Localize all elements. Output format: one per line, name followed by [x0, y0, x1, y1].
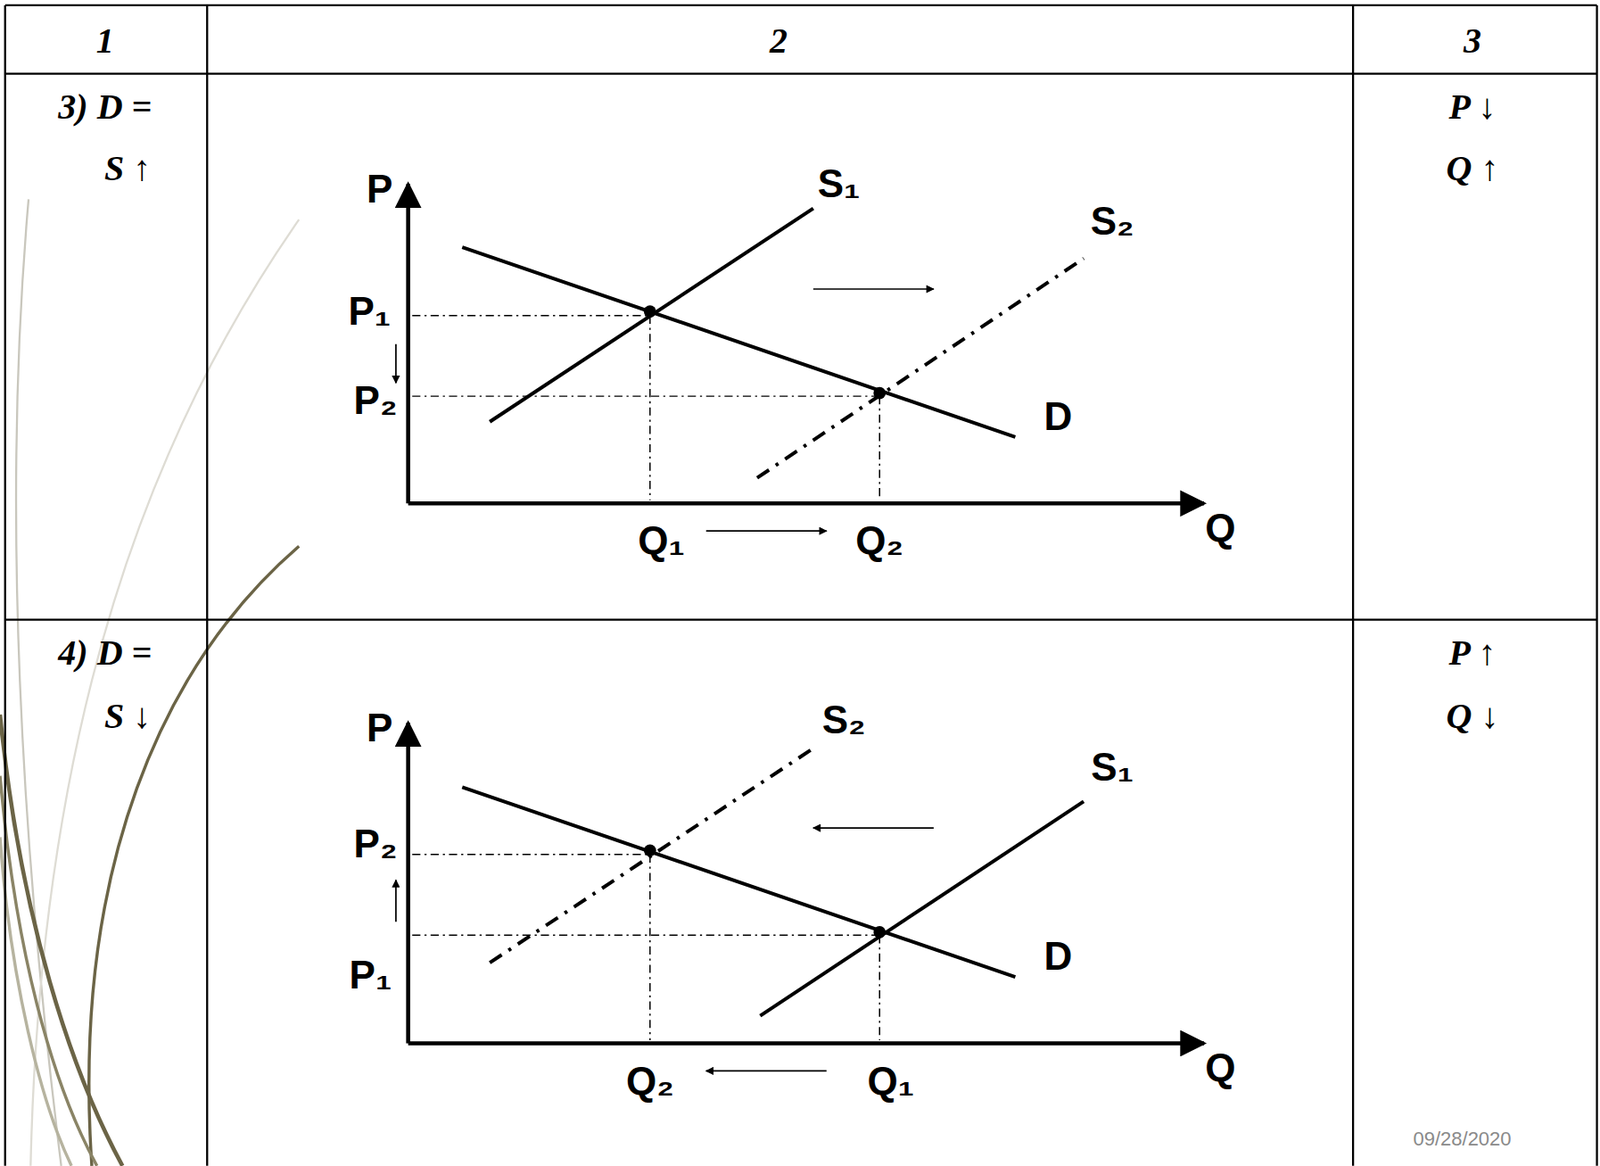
- axis-label: P: [366, 169, 393, 209]
- axis-label: Q: [1204, 508, 1236, 548]
- case-condition: S ↓: [104, 698, 151, 735]
- curve-label: S₂: [822, 700, 866, 740]
- column-header: 2: [769, 23, 788, 59]
- quantity-label: Q₁: [867, 1061, 915, 1101]
- case-result: P ↑: [1448, 635, 1496, 671]
- price-label: P₁: [347, 291, 391, 331]
- case-result: P ↓: [1448, 89, 1496, 125]
- decor-curves: [0, 198, 299, 1165]
- case-condition: 4) D =: [57, 635, 152, 671]
- price-label: P₂: [354, 380, 398, 421]
- case-condition: 3) D =: [57, 89, 152, 125]
- price-label: P₁: [349, 955, 393, 995]
- table-grid: [5, 5, 1598, 1166]
- slide-date: 09/28/2020: [1410, 1127, 1516, 1150]
- quantity-label: Q₁: [637, 520, 685, 561]
- case-result: Q ↓: [1446, 698, 1500, 735]
- quantity-label: Q₂: [855, 520, 904, 561]
- graph-supply-decrease: [395, 722, 1205, 1071]
- price-label: P₂: [354, 824, 398, 864]
- curve-label: S₁: [817, 164, 861, 204]
- graph-supply-increase: [395, 183, 1205, 531]
- curve-label: S₁: [1090, 747, 1134, 787]
- column-header: 3: [1463, 23, 1482, 59]
- quantity-label: Q₂: [626, 1061, 675, 1101]
- curve-label: S₂: [1090, 201, 1135, 241]
- curve-label: D: [1044, 396, 1073, 437]
- axis-label: P: [366, 708, 393, 748]
- axis-label: Q: [1204, 1047, 1236, 1088]
- curve-label: D: [1044, 936, 1073, 976]
- case-condition: S ↑: [104, 150, 151, 187]
- case-result: Q ↑: [1446, 150, 1500, 187]
- column-header: 1: [96, 23, 115, 59]
